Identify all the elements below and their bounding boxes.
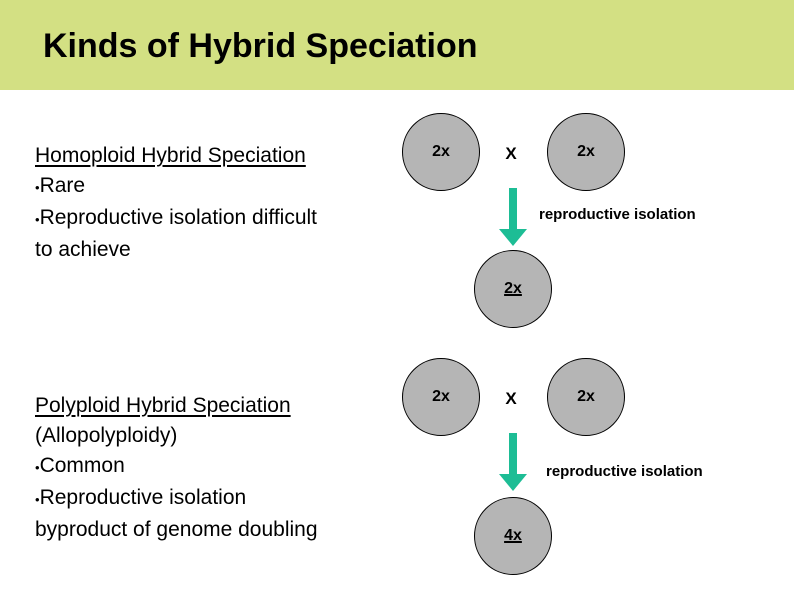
arrow-head <box>499 229 527 246</box>
arrow-shaft <box>509 188 517 229</box>
ploidy-label: 2x <box>504 280 522 297</box>
arrow-label: reproductive isolation <box>539 206 696 223</box>
homoploid-text-block: Homoploid Hybrid Speciation •Rare •Repro… <box>35 141 415 265</box>
polyploid-subheading: (Allopolyploidy) <box>35 424 178 447</box>
bullet-marker: • <box>35 180 40 195</box>
bullet-text: Rare <box>39 174 86 197</box>
parent-circle-left: 2x <box>402 358 480 436</box>
parent-circle-right: 2x <box>547 113 625 191</box>
arrow-shaft <box>509 433 517 474</box>
bullet-text: Reproductive isolation byproduct of geno… <box>35 486 318 541</box>
bullet-text: Reproductive isolation difficult to achi… <box>35 206 317 261</box>
arrow-head <box>499 474 527 491</box>
arrow-label: reproductive isolation <box>546 463 703 480</box>
slide-title: Kinds of Hybrid Speciation <box>43 27 478 65</box>
polyploid-bullet-common: •Common <box>35 451 415 483</box>
parent-circle-right: 2x <box>547 358 625 436</box>
ploidy-label: 2x <box>432 143 450 160</box>
homoploid-bullet-rare: •Rare <box>35 171 415 203</box>
offspring-circle: 2x <box>474 250 552 328</box>
parent-circle-left: 2x <box>402 113 480 191</box>
bullet-text: Common <box>39 454 125 477</box>
homoploid-bullet-isolation: •Reproductive isolation difficult to ach… <box>35 203 415 265</box>
homoploid-heading: Homoploid Hybrid Speciation <box>35 144 306 167</box>
cross-symbol: X <box>505 389 517 408</box>
ploidy-label: 4x <box>504 527 522 544</box>
slide-header: Kinds of Hybrid Speciation <box>0 0 794 90</box>
offspring-circle: 4x <box>474 497 552 575</box>
polyploid-heading: Polyploid Hybrid Speciation <box>35 394 291 417</box>
polyploid-text-block: Polyploid Hybrid Speciation (Allopolyplo… <box>35 391 415 545</box>
polyploid-diagram: 2x X 2x reproductive isolation 4x <box>400 355 720 585</box>
homoploid-diagram: 2x X 2x reproductive isolation 2x <box>400 110 720 340</box>
bullet-marker: • <box>35 492 40 507</box>
ploidy-label: 2x <box>577 143 595 160</box>
bullet-marker: • <box>35 460 40 475</box>
ploidy-label: 2x <box>577 388 595 405</box>
ploidy-label: 2x <box>432 388 450 405</box>
cross-symbol: X <box>505 144 517 163</box>
polyploid-bullet-isolation: •Reproductive isolation byproduct of gen… <box>35 483 415 545</box>
bullet-marker: • <box>35 212 40 227</box>
